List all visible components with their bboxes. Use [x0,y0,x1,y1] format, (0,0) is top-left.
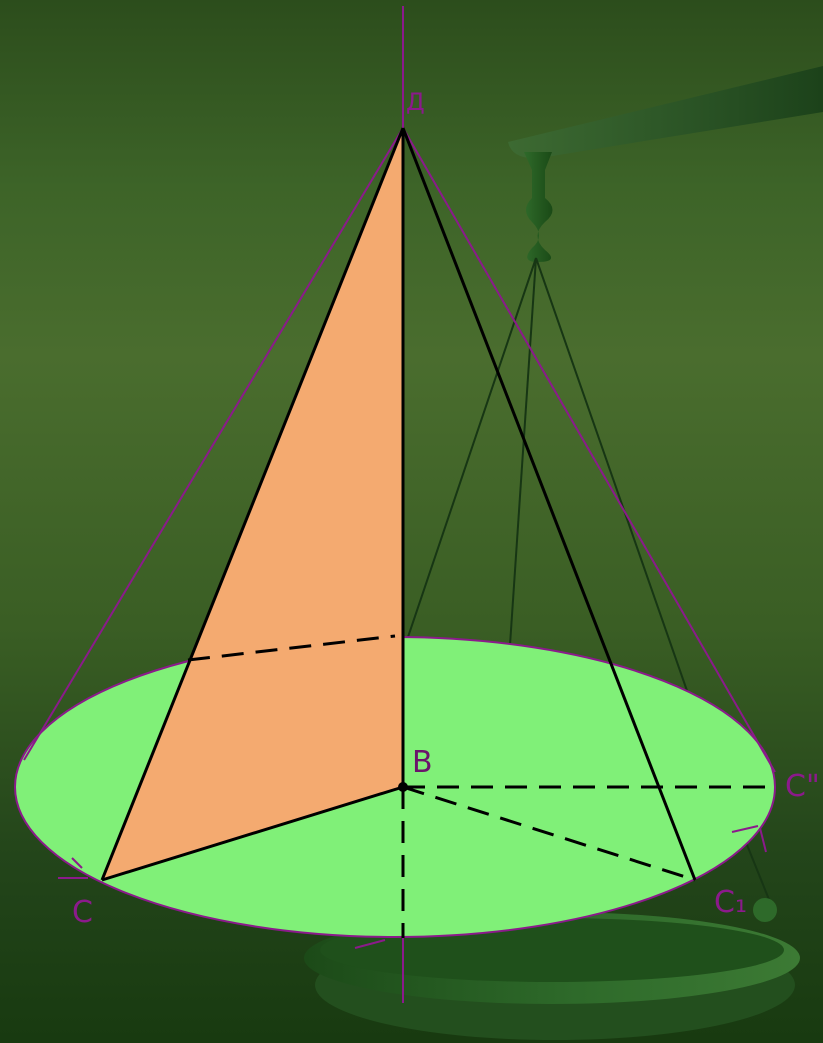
tick-marks [58,825,767,949]
triangle-edges [100,127,697,882]
scale-ring [753,898,777,922]
scale-hook [524,152,553,262]
hidden-lines [187,634,775,938]
label-center: В [412,745,433,780]
scale-decoration [304,66,823,1040]
scale-beam [508,66,823,159]
center-point [398,782,408,792]
label-point-c1: С₁ [714,885,747,920]
label-point-c2: С" [785,769,820,804]
label-apex: Д [406,88,425,116]
label-point-c: С [72,895,93,930]
